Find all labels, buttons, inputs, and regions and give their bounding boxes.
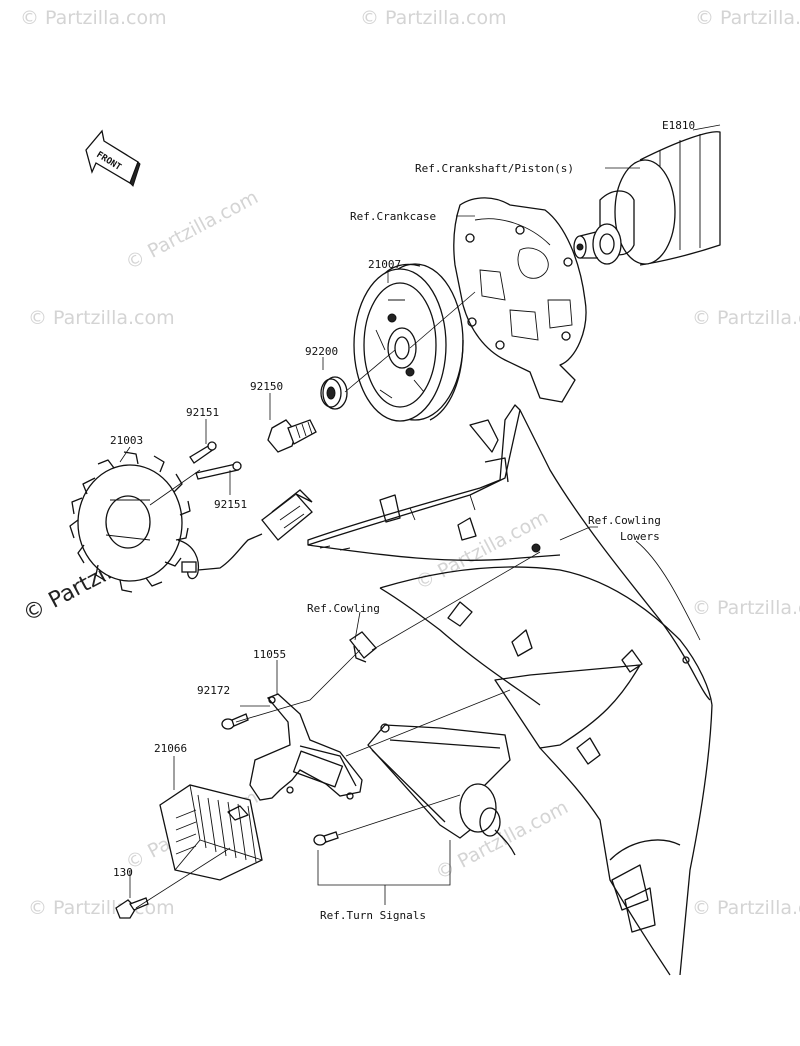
label-rotor[interactable]: 21007 [368, 258, 401, 271]
bracket [249, 693, 363, 801]
label-stator-bolt-mid[interactable]: 92151 [214, 498, 247, 511]
crankcase-ref [453, 197, 587, 403]
label-crankshaft: Ref.Crankshaft/Piston(s) [415, 162, 574, 175]
watermark: © Partzilla.com [20, 7, 167, 29]
diagram-code: E1810 [662, 119, 695, 132]
watermark: © Partzilla.com [122, 186, 262, 274]
front-arrow-icon: FRONT [85, 129, 141, 187]
label-stator-bolt-top[interactable]: 92151 [186, 406, 219, 419]
watermark: © Partzilla.com [28, 897, 175, 919]
bracket-screw [221, 713, 249, 730]
cowling-lowers [307, 404, 713, 976]
washer [320, 376, 348, 410]
watermark: © Partzilla.com [692, 897, 800, 919]
cowling-clip [349, 631, 377, 663]
regulator [159, 784, 263, 881]
rotor [353, 263, 464, 422]
label-regulator-bolt[interactable]: 130 [113, 866, 133, 879]
label-crankcase: Ref.Crankcase [350, 210, 436, 223]
label-screw[interactable]: 92172 [197, 684, 230, 697]
regulator-bolt [115, 897, 149, 919]
label-stator[interactable]: 21003 [110, 434, 143, 447]
label-cowling-lowers-2: Lowers [620, 530, 660, 543]
stator-connector [261, 489, 313, 541]
leader-lines [119, 124, 721, 909]
watermark: © Partzilla.com [360, 7, 507, 29]
part-labels: Ref.Crankshaft/Piston(s) Ref.Crankcase 2… [110, 162, 661, 922]
turn-signal-screw [313, 831, 339, 846]
label-rotor-bolt[interactable]: 92150 [250, 380, 283, 393]
label-cowling: Ref.Cowling [307, 602, 380, 615]
stator-bolts [189, 441, 242, 480]
stator [69, 451, 263, 593]
watermark: © Partzilla.com [412, 506, 552, 594]
label-washer[interactable]: 92200 [305, 345, 338, 358]
watermark: © Partzilla.com [692, 597, 800, 619]
label-turn-signals: Ref.Turn Signals [320, 909, 426, 922]
label-bracket[interactable]: 11055 [253, 648, 286, 661]
watermark: © Partzilla.com [695, 7, 800, 29]
turn-signal-bracket [367, 723, 516, 856]
watermark: © Partzilla.com [692, 307, 800, 329]
label-cowling-lowers-1: Ref.Cowling [588, 514, 661, 527]
rotor-bolt [267, 419, 317, 453]
watermark: © Partzilla.com [28, 307, 175, 329]
label-regulator[interactable]: 21066 [154, 742, 187, 755]
crankshaft-ref [573, 131, 721, 266]
